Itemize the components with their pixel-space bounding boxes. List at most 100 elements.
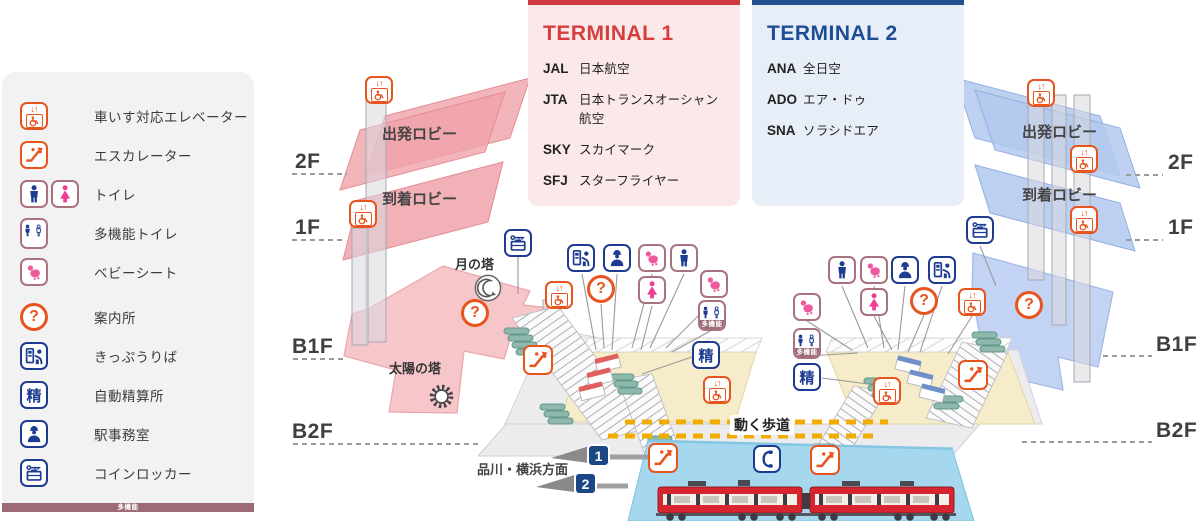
airline-name: 日本航空	[579, 62, 630, 76]
wheelchair-elevator-icon: ↓↑	[20, 102, 48, 130]
floor-label-right-2f: 2F	[1168, 151, 1194, 174]
direction-label: 品川・横浜方面	[477, 462, 569, 477]
leader-lines	[517, 245, 997, 385]
ticket-gates-t1	[578, 353, 622, 402]
station-office-icon	[20, 420, 48, 448]
moon-tower-icon	[474, 274, 502, 302]
legend-item-coin-locker: コインロッカー	[20, 459, 254, 487]
coin-locker-icon	[20, 459, 48, 487]
t1-departure-lobby-label: 出発ロビー	[382, 126, 458, 143]
legend-item-escalator: エスカレーター	[20, 141, 254, 169]
coin-locker-icon	[966, 216, 994, 244]
wheelchair-elevator-icon: ↓↑	[1027, 79, 1055, 107]
terminal1-accent-bar	[528, 0, 740, 5]
wheelchair-elevator-icon: ↓↑	[1070, 206, 1098, 234]
airline-code: JAL	[543, 61, 569, 76]
ticket-gates-t2	[894, 355, 946, 404]
womens-toilet-icon	[51, 180, 79, 208]
mens-toilet-icon	[20, 180, 48, 208]
escalator-icon	[648, 443, 678, 473]
sun-tower-label: 太陽の塔	[389, 361, 442, 376]
ticket-office-icon	[20, 342, 48, 370]
floor-label-right-b2f: B2F	[1156, 419, 1198, 442]
moon-tower-label: 月の塔	[455, 257, 495, 272]
terminal2-title: TERMINAL 2	[767, 22, 898, 45]
legend-item-ticket-office: きっぷうりば	[20, 342, 254, 370]
wheelchair-elevator-icon: ↓↑	[958, 288, 986, 316]
floor-label-left-2f: 2F	[295, 150, 321, 173]
ticket-office-icon	[928, 256, 956, 284]
floor-label-right-1f: 1F	[1168, 216, 1194, 239]
track-1-badge: 1	[587, 444, 610, 467]
train	[656, 480, 956, 521]
t2-departure-lobby-label: 出発ロビー	[1022, 124, 1098, 141]
floor-label-left-b2f: B2F	[292, 420, 334, 443]
escalator-icon	[20, 141, 48, 169]
baby-seat-icon	[700, 270, 728, 298]
public-phone-icon	[753, 445, 781, 473]
escalator-icon	[523, 345, 553, 375]
ticket-office-icon	[567, 244, 595, 272]
information-icon: ?	[20, 303, 48, 331]
airline-row: JAL 日本航空	[543, 58, 728, 77]
legend-panel: ↓↑ 車いす対応エレベーター エスカレーター トイレ 多機能 多機能トイレ ベビ…	[2, 72, 254, 512]
baby-seat-icon	[20, 258, 48, 286]
escalator-icon	[958, 360, 988, 390]
fare-adjustment-icon: 精	[692, 341, 720, 369]
legend-item-toilet: トイレ	[20, 180, 254, 208]
wheelchair-elevator-icon: ↓↑	[703, 376, 731, 404]
multifunction-toilet-icon: 多機能	[2, 217, 254, 512]
coin-locker-icon	[504, 229, 532, 257]
track-2-badge: 2	[574, 472, 597, 495]
mens-toilet-icon	[828, 256, 856, 284]
information-icon: ?	[1015, 291, 1043, 319]
multifunction-toilet-icon: 多機能	[793, 328, 821, 359]
moving-walkway-label: 動く歩道	[730, 415, 794, 435]
baby-seat-icon	[638, 244, 666, 272]
information-icon: ?	[587, 275, 615, 303]
wheelchair-elevator-icon: ↓↑	[365, 76, 393, 104]
floor-lines	[292, 173, 1163, 445]
information-icon: ?	[461, 299, 489, 327]
moving-walkway	[608, 419, 888, 439]
wheelchair-elevator-icon: ↓↑	[349, 200, 377, 228]
legend-item-baby-seat: ベビーシート	[20, 258, 254, 286]
legend-item-station-office: 駅事務室	[20, 420, 254, 448]
station-office-icon	[891, 256, 919, 284]
wheelchair-elevator-icon: ↓↑	[545, 281, 573, 309]
t2-arrival-lobby-label: 到着ロビー	[1022, 187, 1098, 204]
terminal2-accent-bar	[752, 0, 964, 5]
mens-toilet-icon	[670, 244, 698, 272]
information-icon: ?	[910, 287, 938, 315]
womens-toilet-icon	[638, 276, 666, 304]
wheelchair-elevator-icon: ↓↑	[1070, 145, 1098, 173]
escalator-icon	[810, 445, 840, 475]
floor-label-right-b1f: B1F	[1156, 333, 1198, 356]
legend-label: 車いす対応エレベーター	[94, 110, 248, 125]
sun-tower-icon	[428, 383, 455, 410]
floor-label-left-b1f: B1F	[292, 335, 334, 358]
baby-seat-icon	[860, 256, 888, 284]
legend-item-multifunction-toilet: 多機能 多機能トイレ	[2, 217, 254, 512]
legend-item-information: ? 案内所	[20, 303, 254, 331]
station-office-icon	[603, 244, 631, 272]
t1-arrival-lobby-label: 到着ロビー	[382, 191, 458, 208]
legend-item-wheelchair-elevator: ↓↑ 車いす対応エレベーター	[20, 102, 254, 130]
terminal1-title: TERMINAL 1	[543, 22, 674, 45]
wheelchair-elevator-icon: ↓↑	[873, 377, 901, 405]
womens-toilet-icon	[860, 288, 888, 316]
baby-seat-icon	[793, 293, 821, 321]
floor-label-left-1f: 1F	[295, 216, 321, 239]
fare-adjustment-icon: 精	[793, 363, 821, 391]
fare-adjustment-icon: 精	[20, 381, 48, 409]
legend-item-fare-adjustment: 精 自動精算所	[20, 381, 254, 409]
